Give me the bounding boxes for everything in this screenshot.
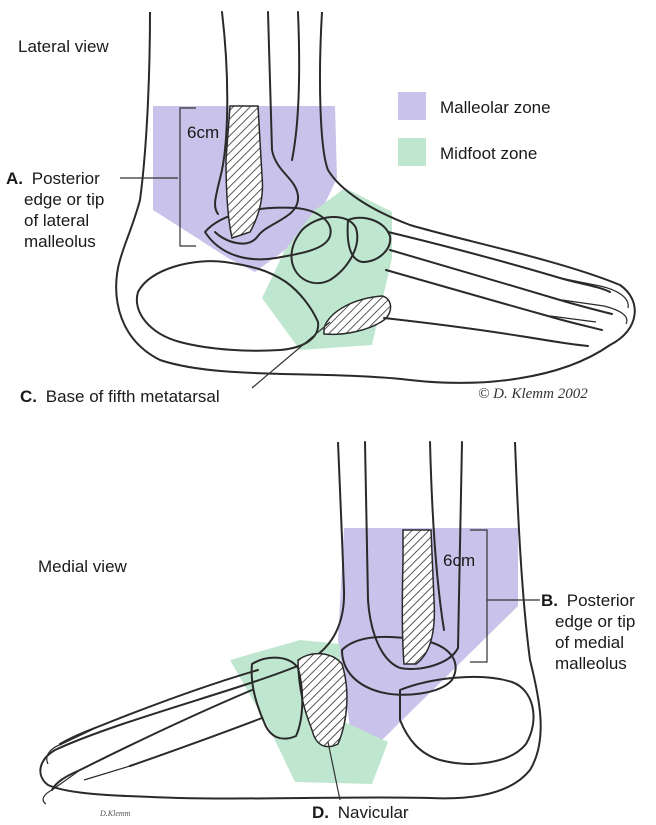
label-b-line-2: edge or tip	[555, 612, 635, 631]
label-b-letter: B.	[541, 591, 558, 610]
label-a-line-4: malleolus	[24, 232, 96, 251]
label-a-line-3: of lateral	[24, 211, 89, 230]
label-b-line-3: of medial	[555, 633, 624, 652]
medial-metatarsal-2	[60, 670, 258, 744]
label-d: D. Navicular	[312, 803, 409, 822]
label-d-letter: D.	[312, 803, 329, 822]
label-c-letter: C.	[20, 387, 37, 406]
label-a-letter: A.	[6, 169, 23, 188]
medial-malleolus-hatched	[402, 530, 434, 664]
legend-midfoot-swatch	[398, 138, 426, 166]
label-b-line-1: Posterior	[567, 591, 635, 610]
lateral-malleolus-hatched	[226, 106, 263, 238]
legend-malleolar-swatch	[398, 92, 426, 120]
label-a-line-2: edge or tip	[24, 190, 104, 209]
label-c: C. Base of fifth metatarsal	[20, 387, 220, 406]
lateral-toe-phalanges	[522, 278, 628, 342]
lateral-6cm-label: 6cm	[187, 123, 219, 142]
label-a-line-1: Posterior	[32, 169, 100, 188]
legend-midfoot-label: Midfoot zone	[440, 144, 537, 163]
lateral-view	[116, 12, 635, 388]
medial-view-label: Medial view	[38, 557, 128, 576]
label-b: B. Posterior	[541, 591, 635, 610]
legend-malleolar-label: Malleolar zone	[440, 98, 551, 117]
label-b-line-4: malleolus	[555, 654, 627, 673]
label-d-text: Navicular	[338, 803, 409, 822]
legend: Malleolar zone Midfoot zone	[398, 92, 551, 166]
medial-metatarsal-3	[130, 718, 262, 766]
medial-6cm-label: 6cm	[443, 551, 475, 570]
label-c-text: Base of fifth metatarsal	[46, 387, 220, 406]
label-a: A. Posterior	[6, 169, 100, 188]
credit: © D. Klemm 2002	[478, 386, 588, 402]
artist-signature: D.Klemm	[99, 809, 131, 818]
medial-view	[40, 442, 540, 804]
lateral-view-label: Lateral view	[18, 37, 109, 56]
lateral-metatarsal-1	[388, 232, 610, 292]
